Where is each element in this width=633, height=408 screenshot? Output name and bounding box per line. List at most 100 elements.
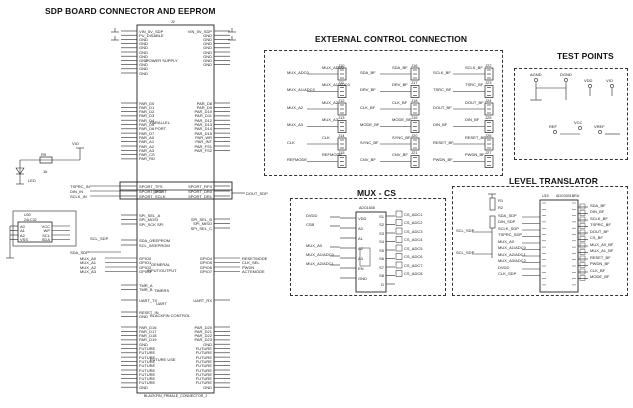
connector-pin-right: PAR_D13 — [194, 122, 213, 127]
external-header — [337, 155, 347, 168]
connector-pin-left: PAR_D19 — [139, 337, 157, 343]
mux-pin-left: EN — [358, 265, 364, 271]
connector-pin-left: PAR_A0 — [139, 134, 155, 140]
sdp-net-in: TSPRC_IN — [70, 183, 90, 189]
connector-pin-left: GND — [139, 384, 148, 390]
external-net: SCLK_BF — [433, 69, 451, 75]
header-ref: J12 — [338, 97, 345, 103]
external-net: SYNC_BF — [360, 139, 379, 145]
sdp-gpio-in: MUX_A0 — [80, 255, 97, 261]
header-ref: J19 — [411, 115, 418, 120]
connector-pin-left: PAR_D5 — [139, 122, 155, 127]
external-net: MUX_A1/ADC0 — [287, 87, 315, 92]
connector-pin-right: PAR_D12 — [194, 117, 213, 123]
mux-pin-right: S3 — [379, 230, 384, 236]
translator-left-net: SDA_SDP — [498, 212, 517, 218]
eeprom-pin: A0 — [20, 223, 25, 229]
block-general: GENERAL — [151, 262, 171, 267]
led-resistor — [39, 156, 53, 164]
connector-pin-right: GND — [203, 49, 212, 55]
translator-out-box — [579, 242, 586, 249]
connector-pin-left: PAR_D3 — [139, 113, 155, 119]
eeprom-ref: U30 — [24, 213, 31, 217]
translator-left-net: MUX_A0 — [498, 238, 515, 244]
mux-output-net: CS_ADC3 — [404, 228, 423, 234]
mux-output-net: CS_ADC5 — [404, 245, 423, 251]
connector-pin-left: FUTURE — [139, 358, 156, 364]
sdp-net-in: SCLK_IN — [70, 193, 87, 199]
external-net-tag: TSRC_BF — [465, 82, 484, 87]
connector-pin-right: PAR_D23 — [194, 337, 213, 343]
connector-pin-right: PAR_D9 — [196, 104, 212, 110]
connector-pin-left: PAR_A2 — [139, 143, 155, 149]
connector-pin-right: FUTURE — [195, 380, 212, 386]
eeprom-pin: A2 — [20, 232, 25, 238]
mux-output-box — [395, 253, 403, 260]
connector-pin-right: FUTURE — [195, 376, 212, 382]
connector-pin-right: PAR_D15 — [194, 130, 213, 136]
connector-pin-right: GPIO5 — [199, 260, 212, 265]
translator-out-box — [579, 268, 586, 275]
translator-right-net: SDA_BF — [590, 202, 606, 208]
connector-pin-right: PAR_WR — [195, 134, 212, 140]
connector-pin-right: FUTURE — [195, 371, 212, 377]
connector-pin-left: FUTURE — [139, 363, 156, 369]
connector-pin-right: PAR_D20 — [194, 324, 213, 330]
connector-pin-right: GND — [203, 45, 212, 51]
connector-ref: J2 — [171, 20, 175, 24]
connector-footer: BLACKFIN_FRMALE_CONNECTOR_J — [144, 394, 208, 398]
mux-pin-right: S1 — [379, 213, 384, 219]
mux-pin-left: A0 — [358, 225, 363, 231]
external-net: CLK_BF — [360, 104, 376, 110]
connector-pin-left: GND — [139, 45, 148, 51]
external-net-tag: MUX_ADC0 — [322, 64, 344, 70]
eeprom-pin: SCL — [42, 232, 50, 238]
test-point-label: REF — [549, 123, 557, 129]
external-net-tag: SDA_BF — [392, 64, 408, 70]
test-point-label: VIO — [606, 77, 613, 83]
mux-output-net: CS_ADC1 — [404, 211, 423, 217]
connector-pin-left: GND — [139, 70, 148, 76]
translator-out-box — [579, 275, 586, 281]
mux-pin-left: A3 — [358, 255, 363, 261]
external-net-tag: SCLK_BF — [465, 64, 483, 70]
external-header — [484, 155, 494, 168]
connector-pin-left: FUTURE — [139, 367, 156, 373]
external-net-tag: CLK_BF — [392, 99, 408, 105]
connector-pin-left: PAR_D7 — [139, 130, 155, 136]
mux-output-box — [395, 227, 403, 235]
connector-pin-left: FUTURE — [139, 376, 156, 382]
test-points-frame — [514, 68, 628, 160]
block-parallel: PARALLEL — [150, 120, 170, 125]
translator-out-box — [579, 203, 586, 210]
led-resistor-value: 1k — [43, 169, 48, 174]
mux-output-net: CS_ADC2 — [404, 220, 423, 225]
connector-pin-left: GND — [139, 341, 148, 347]
external-header — [410, 67, 420, 81]
connector-pin-left: PAR_D17 — [139, 328, 157, 334]
external-header — [410, 102, 420, 116]
level-translator-title: LEVEL TRANSLATOR — [509, 176, 598, 186]
connector-pin-left: FUTURE — [139, 346, 156, 351]
external-net: DOUT_BF — [433, 104, 452, 110]
mux-pin-right: S2 — [379, 222, 384, 227]
sdp-gpio-out: ACTEMODE — [242, 269, 265, 274]
connector-pin-left: UART_TX — [139, 297, 158, 303]
mux-input-net: MUX_A2/ADC1 — [306, 260, 334, 266]
header-ref: J24 — [485, 97, 492, 103]
test-point-label: VCC — [574, 119, 583, 125]
connector-pin-left: GPIO1 — [139, 260, 152, 265]
sdp-gpio-out: PWDN — [242, 264, 255, 270]
test-point-label: VREF — [594, 123, 605, 129]
mux-output-box — [395, 244, 403, 252]
test-point — [578, 126, 582, 130]
connector-pin-left: PAR_CS — [139, 152, 155, 158]
translator-right-net: DOUT_BF — [590, 228, 609, 234]
connector-pin-left: GND — [139, 53, 148, 59]
block-power: POWER SUPPLY — [146, 58, 178, 63]
external-header — [337, 102, 347, 116]
mux-output-net: CS_ADC8 — [404, 271, 423, 276]
connector-pin-right: GND — [203, 62, 212, 68]
external-header — [337, 67, 347, 81]
